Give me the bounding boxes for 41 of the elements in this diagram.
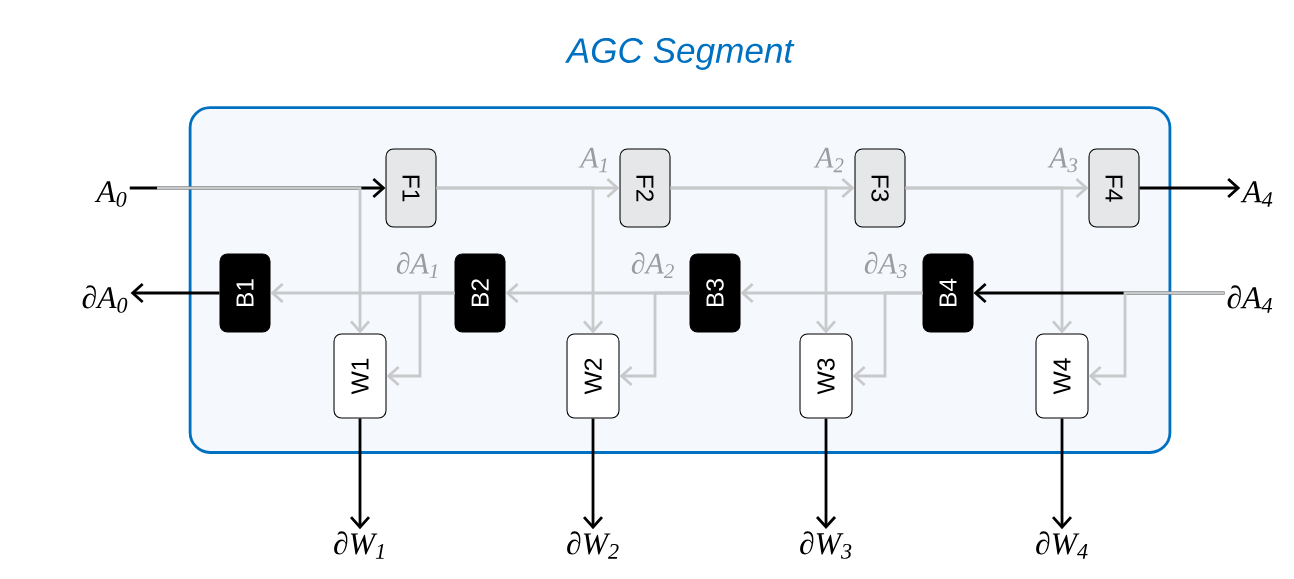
edge-label: ∂A$_{1}$ xyxy=(396,251,438,279)
weight-box: W3 xyxy=(799,333,853,419)
arrow xyxy=(349,418,371,530)
variable-label: ∂A$_{4}$ xyxy=(1227,285,1273,313)
edge-label: ∂A$_{3}$ xyxy=(864,251,907,279)
forward-box: F3 xyxy=(854,148,906,228)
forward-box: F2 xyxy=(619,148,671,228)
variable-label: A$_{0}$ xyxy=(94,181,127,207)
forward-box: F4 xyxy=(1088,148,1140,228)
backward-box: B4 xyxy=(922,253,974,333)
arrow xyxy=(436,186,604,334)
backward-box: B2 xyxy=(454,253,506,333)
arrow xyxy=(1088,291,1225,387)
arrow xyxy=(619,291,690,387)
arrow xyxy=(852,291,923,387)
variable-label: ∂W$_{3}$ xyxy=(800,531,852,559)
arrow xyxy=(130,282,220,304)
edge-label: A$_{2}$ xyxy=(813,147,844,173)
backward-box: B1 xyxy=(219,253,271,333)
arrow xyxy=(157,186,371,334)
variable-label: ∂W$_{1}$ xyxy=(334,531,384,559)
variable-label: ∂A$_{0}$ xyxy=(82,285,128,313)
edge-label: A$_{1}$ xyxy=(578,147,607,173)
arrow xyxy=(1051,418,1073,530)
weight-box: W2 xyxy=(566,333,620,419)
arrow xyxy=(905,186,1073,334)
weight-box: W1 xyxy=(333,333,387,419)
edge-label: A$_{3}$ xyxy=(1047,147,1078,173)
arrow xyxy=(670,186,837,334)
arrow xyxy=(1139,177,1241,199)
forward-box: F1 xyxy=(385,148,437,228)
arrow xyxy=(582,418,604,530)
variable-label: A$_{4}$ xyxy=(1240,181,1273,207)
arrow xyxy=(386,291,455,387)
node-label: AGC Segment xyxy=(565,38,795,70)
weight-box: W4 xyxy=(1035,333,1089,419)
backward-box: B3 xyxy=(689,253,741,333)
arrow xyxy=(815,418,837,530)
variable-label: ∂W$_{2}$ xyxy=(567,531,619,559)
edge-label: ∂A$_{2}$ xyxy=(631,251,674,279)
variable-label: ∂W$_{4}$ xyxy=(1036,531,1088,559)
